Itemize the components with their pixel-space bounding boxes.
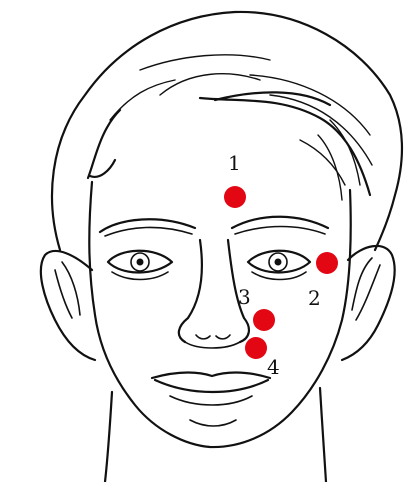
point-2: 2 bbox=[308, 252, 338, 310]
point-3-label: 3 bbox=[238, 285, 251, 309]
left-eye bbox=[108, 251, 172, 280]
point-4-marker bbox=[245, 337, 267, 359]
point-1-marker bbox=[224, 186, 246, 208]
chin bbox=[190, 420, 236, 426]
eyebrows bbox=[100, 217, 328, 236]
point-2-label: 2 bbox=[308, 286, 321, 310]
point-3: 3 bbox=[238, 285, 275, 331]
right-eye bbox=[248, 251, 310, 280]
neck bbox=[105, 388, 326, 482]
point-2-marker bbox=[316, 252, 338, 274]
point-1: 1 bbox=[224, 151, 246, 208]
point-1-label: 1 bbox=[228, 151, 241, 175]
hair bbox=[52, 12, 402, 250]
point-4-label: 4 bbox=[267, 355, 280, 379]
mouth bbox=[152, 373, 270, 406]
point-3-marker bbox=[253, 309, 275, 331]
